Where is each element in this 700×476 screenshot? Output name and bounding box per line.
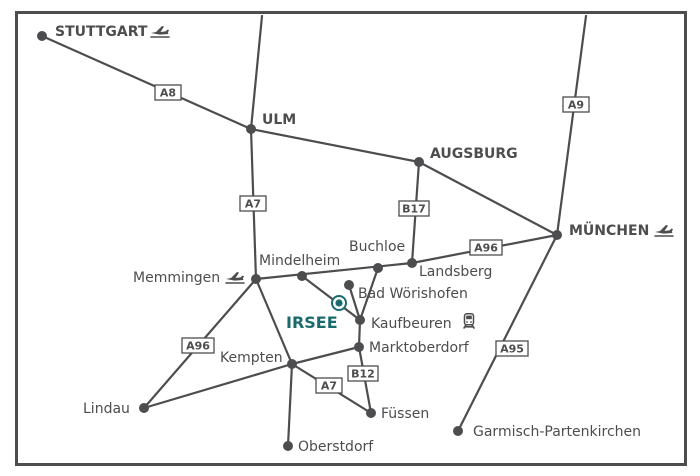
svg-text:A7: A7: [321, 380, 337, 393]
dot-stuttgart: [37, 31, 47, 41]
label-garmisch: Garmisch-Partenkirchen: [473, 424, 641, 440]
label-buchloe: Buchloe: [349, 239, 405, 255]
shield-a7-south: A7: [315, 377, 343, 394]
dot-buchloe: [373, 263, 383, 273]
svg-text:A95: A95: [500, 343, 524, 356]
label-lindau: Lindau: [83, 401, 130, 417]
road-kempten-oberstdorf: [286, 362, 294, 448]
dot-kaufbeuren: [355, 315, 365, 325]
shield-b12: B12: [347, 365, 379, 382]
shield-a96-east: A96: [469, 239, 503, 256]
dot-bad-woerishofen: [344, 280, 354, 290]
svg-text:A96: A96: [186, 340, 210, 353]
shield-a9: A9: [562, 96, 590, 113]
city-dots: [37, 31, 562, 451]
svg-text:A96: A96: [474, 242, 498, 255]
road-marktoberdorf-kempten: [290, 345, 361, 366]
svg-text:B12: B12: [351, 368, 375, 381]
label-memmingen: Memmingen: [133, 270, 220, 286]
shield-a95: A95: [495, 340, 529, 357]
road-a96-memmingen-landsberg: [254, 261, 414, 281]
label-bad-woerishofen: Bad Wörishofen: [358, 286, 468, 302]
shield-a7-north: A7: [239, 195, 267, 212]
label-augsburg: AUGSBURG: [430, 146, 518, 162]
location-marker-icon: [331, 295, 347, 311]
road-mindelheim-kaufbeuren: [300, 274, 362, 322]
dot-fuessen: [366, 408, 376, 418]
shield-a8: A8: [154, 84, 182, 101]
road-a7-north-edge: [249, 14, 264, 131]
shield-b17: B17: [398, 200, 430, 217]
road-a8: [40, 34, 253, 131]
road-ulm-augsburg: [249, 127, 421, 164]
dot-ulm: [246, 124, 256, 134]
label-irsee: IRSEE: [286, 313, 338, 332]
road-a9: [555, 14, 588, 237]
label-stuttgart: STUTTGART: [55, 24, 148, 40]
shield-a96-west: A96: [181, 337, 215, 354]
dot-kempten: [287, 359, 297, 369]
svg-text:A7: A7: [245, 198, 261, 211]
label-muenchen: MÜNCHEN: [569, 221, 649, 239]
label-oberstdorf: Oberstdorf: [298, 439, 374, 455]
road-a95: [456, 233, 559, 433]
label-marktoberdorf: Marktoberdorf: [369, 340, 470, 356]
label-ulm: ULM: [262, 112, 296, 128]
train-icon: [463, 313, 475, 329]
road-bad-woerishofen-kaufbeuren: [347, 283, 362, 322]
label-mindelheim: Mindelheim: [259, 253, 340, 269]
airplane-icon: [150, 26, 170, 38]
airplane-icon: [225, 272, 245, 284]
road-memmingen-kempten: [254, 277, 294, 366]
dot-landsberg: [407, 258, 417, 268]
road-augsburg-muenchen: [417, 160, 559, 237]
dot-marktoberdorf: [354, 342, 364, 352]
dot-memmingen: [251, 274, 261, 284]
map-frame: [15, 11, 687, 466]
road-buchloe-kaufbeuren: [358, 266, 380, 322]
svg-text:A9: A9: [568, 99, 584, 112]
label-kaufbeuren: Kaufbeuren: [371, 316, 452, 332]
dot-augsburg: [414, 157, 424, 167]
dot-oberstdorf: [283, 441, 293, 451]
road-kempten-lindau: [142, 362, 294, 410]
dot-lindau: [139, 403, 149, 413]
dot-mindelheim: [297, 271, 307, 281]
svg-text:A8: A8: [160, 87, 176, 100]
dot-muenchen: [552, 230, 562, 240]
label-landsberg: Landsberg: [419, 264, 492, 280]
airplane-icon: [654, 225, 674, 237]
dot-garmisch: [453, 426, 463, 436]
label-fuessen: Füssen: [381, 406, 429, 422]
label-kempten: Kempten: [220, 350, 283, 366]
svg-text:B17: B17: [402, 203, 426, 216]
